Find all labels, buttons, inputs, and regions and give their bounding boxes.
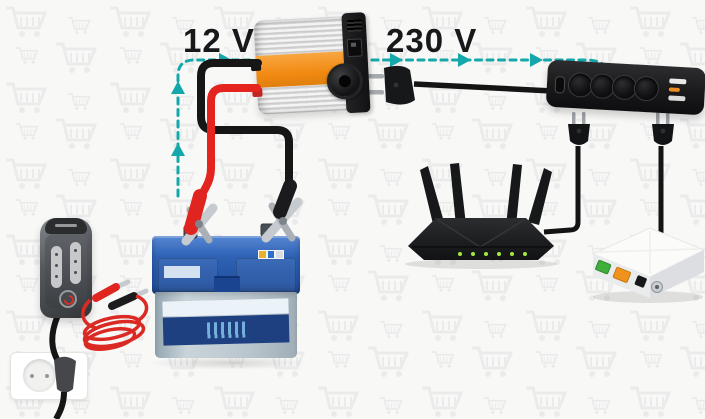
- charger-clamps: [92, 279, 149, 310]
- battery-top-label: [164, 266, 200, 278]
- fiber-modem-ont: [591, 227, 705, 303]
- router-antenna: [450, 163, 466, 226]
- router-body: [408, 218, 554, 260]
- battery-lid: [152, 236, 300, 294]
- ont-side-face: [650, 250, 704, 298]
- battery-handle: [214, 276, 240, 294]
- input-voltage-label: 12 V: [183, 22, 255, 59]
- charger-mains: [49, 312, 76, 419]
- socket-hole: [45, 374, 49, 378]
- charger-mode-button: [59, 290, 77, 308]
- charger-indicator-panel: [51, 246, 62, 288]
- router-antenna: [420, 166, 444, 224]
- battery-body: [155, 292, 297, 358]
- socket-hole: [30, 374, 34, 378]
- dc-cable-black: [197, 59, 293, 188]
- strip-cable: [413, 81, 553, 94]
- red-battery-clamp: [181, 189, 218, 246]
- router-antenna: [506, 164, 522, 226]
- charger-red-coil: [81, 294, 149, 351]
- wall-socket-recess: [23, 359, 56, 392]
- router-power-cable: [543, 146, 581, 235]
- battery-charger: [40, 218, 92, 318]
- charger-indicator-panel: [70, 242, 81, 284]
- car-battery: [152, 224, 300, 364]
- black-battery-clamp: [261, 179, 303, 243]
- battery-color-label: [258, 250, 284, 259]
- ont-wan-port: [612, 266, 631, 283]
- wifi-router: [405, 163, 557, 269]
- modem-plug: [652, 112, 674, 234]
- flow-path-dc: [176, 58, 254, 198]
- router-antenna: [528, 168, 552, 225]
- wall-socket: [10, 352, 88, 400]
- battery-shadow: [146, 356, 310, 370]
- output-voltage-label: 230 V: [386, 22, 478, 59]
- dc-cable-red: [196, 84, 261, 202]
- router-leds: [458, 252, 527, 256]
- ont-power-jack: [634, 275, 647, 288]
- inverter-euro-plug: [368, 65, 415, 105]
- ont-lan-port: [595, 259, 612, 275]
- router-plug: [543, 112, 590, 235]
